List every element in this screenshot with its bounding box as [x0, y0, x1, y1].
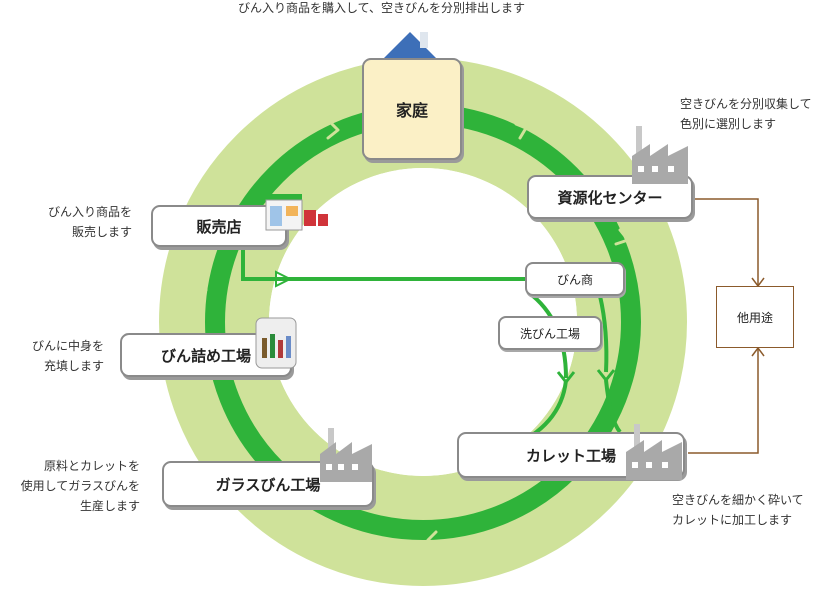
return-line [241, 250, 528, 281]
chevron-icon [188, 280, 208, 294]
cullet-return [604, 379, 622, 434]
note-line: 充填します [43, 359, 104, 373]
note-line: 使用してガラスびんを [20, 479, 140, 493]
home-box: 家庭 [362, 58, 462, 160]
note-line: カレットに加工します [672, 513, 793, 527]
note-line: びん入り商品を [47, 205, 132, 219]
inner-hole [269, 168, 577, 476]
washing-plant-box: 洗びん工場 [498, 316, 602, 350]
cullet-plant-note: 空きびんを細かく砕いて カレットに加工します [672, 490, 804, 530]
note-line: 空きびんを分別収集して [680, 97, 812, 111]
chevron-icon [426, 530, 438, 550]
arrowhead-icon [275, 270, 293, 288]
other-line-bottom [688, 348, 759, 454]
resource-center-note: 空きびんを分別収集して 色別に選別します [680, 94, 812, 134]
bottle-cabinet-icon [255, 317, 297, 369]
bottler-note: びんに中身を 充填します [10, 336, 104, 376]
chevron-icon [266, 146, 280, 164]
track-chevrons [188, 120, 630, 550]
chevron-icon [614, 228, 630, 246]
note-line: 原料とカレットを [43, 459, 140, 473]
chevron-icon [514, 122, 528, 140]
chevron-icon [326, 120, 340, 140]
factory-icon [320, 428, 372, 482]
note-line: 色別に選別します [680, 117, 777, 131]
bottle-merchant-box: びん商 [525, 262, 625, 296]
retailer-note: びん入り商品を 販売します [20, 202, 132, 242]
shop-icon [265, 194, 328, 231]
other-uses-box: 他用途 [716, 286, 794, 348]
factory-icon [626, 424, 682, 480]
glass-plant-note: 原料とカレットを 使用してガラスびんを 生産します [10, 456, 140, 516]
top-caption: びん入り商品を購入して、空きびんを分別排出します [238, 1, 526, 15]
chevron-icon [206, 406, 224, 420]
factory-icon [632, 126, 688, 184]
note-line: びんに中身を [31, 339, 104, 353]
arrowhead-icon [751, 346, 765, 357]
note-line: 販売します [71, 225, 132, 239]
merchant-arc-2 [598, 295, 609, 373]
note-line: 生産します [79, 499, 140, 513]
other-line-top [694, 198, 759, 286]
note-line: 空きびんを細かく砕いて [672, 493, 804, 507]
